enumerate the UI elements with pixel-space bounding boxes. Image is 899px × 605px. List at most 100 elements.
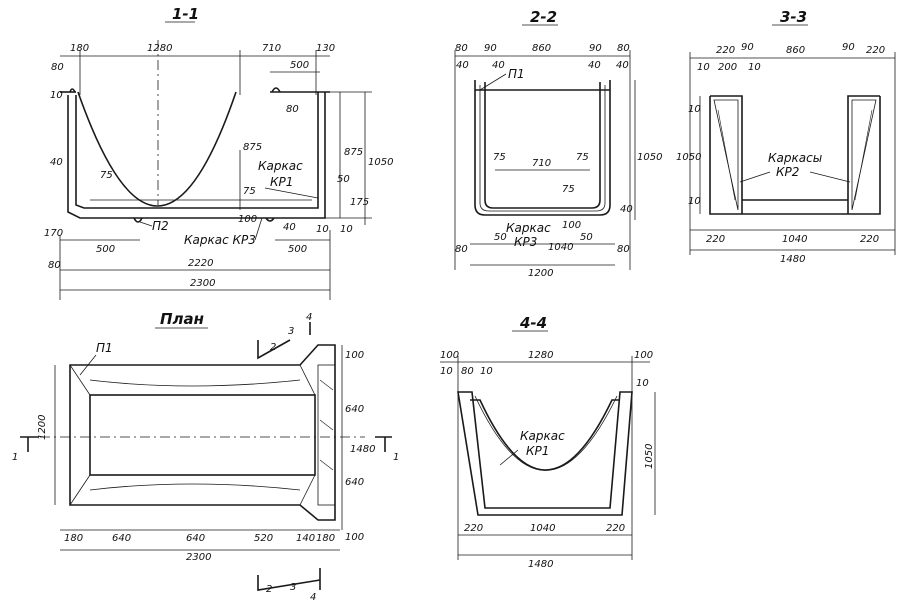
plan-outline bbox=[69, 344, 336, 521]
dim-text: 40 bbox=[616, 60, 629, 71]
hatch-line bbox=[319, 459, 334, 471]
label-kp3: КР3 bbox=[514, 235, 537, 249]
label-kp1: КР1 bbox=[526, 444, 549, 458]
label-karkasy: Каркасы bbox=[768, 151, 822, 165]
lifting-loop bbox=[69, 88, 76, 93]
dim-text: 90 bbox=[589, 43, 602, 54]
label-karkas: Каркас bbox=[520, 429, 565, 443]
dim-text: 40 bbox=[456, 60, 469, 71]
section-2-2: 2-2 80 90 860 90 80 40 40 40 40 П1 75 71… bbox=[454, 8, 662, 279]
leader-line bbox=[254, 217, 263, 241]
leader-line bbox=[739, 171, 771, 183]
section-3-3-title: 3-3 bbox=[780, 8, 807, 26]
dim-text: 100 bbox=[238, 214, 257, 225]
dim-text: 50 bbox=[494, 232, 507, 243]
leader-line bbox=[499, 449, 519, 466]
cut-label-1: 1 bbox=[12, 452, 18, 463]
dim-text: 10 bbox=[688, 104, 701, 115]
frame-kp1-curve bbox=[77, 91, 237, 207]
leader-line bbox=[809, 171, 851, 183]
dim-text: 140 bbox=[296, 533, 315, 544]
dim-text: 1480 bbox=[350, 444, 375, 455]
dim-text: 875 bbox=[344, 147, 363, 158]
vessel-outline-inner bbox=[75, 92, 319, 209]
dim-text: 1050 bbox=[676, 152, 701, 163]
dim-text: 75 bbox=[100, 170, 113, 181]
dim-text: 80 bbox=[455, 43, 468, 54]
dim-text: 100 bbox=[345, 532, 364, 543]
dim-text: 1200 bbox=[528, 268, 553, 279]
trapezoid-outline bbox=[457, 391, 633, 516]
dim-text: 10 bbox=[636, 378, 649, 389]
dim-text: 220 bbox=[706, 234, 725, 245]
dim-text: 860 bbox=[786, 45, 805, 56]
vessel-outline-outer bbox=[67, 92, 326, 219]
cut-label-3: 3 bbox=[290, 582, 296, 593]
cut-label-4: 4 bbox=[310, 592, 316, 603]
plan-curve-top bbox=[89, 379, 301, 387]
dim-text: 640 bbox=[112, 533, 131, 544]
trough-inner bbox=[484, 82, 601, 209]
dim-text: 1280 bbox=[147, 43, 172, 54]
hatch-line bbox=[854, 109, 873, 201]
plan-corner-lines bbox=[69, 364, 316, 506]
dim-text: 640 bbox=[345, 477, 364, 488]
cut-label-2: 2 bbox=[266, 584, 272, 595]
plan-end-wall bbox=[317, 364, 336, 506]
cut-marker-1-left bbox=[20, 436, 38, 452]
dim-text: 500 bbox=[96, 244, 115, 255]
dim-text: 10 bbox=[688, 196, 701, 207]
label-karkas: Каркас bbox=[506, 221, 551, 235]
cut-label-3: 3 bbox=[288, 326, 294, 337]
cut-marker-top bbox=[257, 322, 311, 360]
lifting-loop bbox=[271, 87, 281, 93]
dim-text: 520 bbox=[254, 533, 273, 544]
label-p1: П1 bbox=[96, 341, 113, 355]
dim-text: 80 bbox=[455, 244, 468, 255]
dim-text: 10 bbox=[748, 62, 761, 73]
dim-text: 10 bbox=[340, 224, 353, 235]
hatch-line bbox=[319, 379, 334, 391]
dim-text: 100 bbox=[345, 350, 364, 361]
dim-text: 710 bbox=[262, 43, 281, 54]
dim-text: 50 bbox=[580, 232, 593, 243]
dim-text: 220 bbox=[866, 45, 885, 56]
box-outer bbox=[709, 96, 881, 215]
dim-text: 1200 bbox=[37, 415, 48, 440]
frame-kp3 bbox=[479, 85, 606, 212]
frame-kp2-right bbox=[851, 99, 877, 211]
dim-text: 1480 bbox=[780, 254, 805, 265]
leader-line bbox=[264, 187, 319, 199]
dim-text: 860 bbox=[532, 43, 551, 54]
label-p2: П2 bbox=[152, 219, 169, 233]
dim-text: 90 bbox=[842, 42, 855, 53]
dim-text: 10 bbox=[697, 62, 710, 73]
cut-marker-bottom bbox=[257, 568, 321, 591]
dim-text: 180 bbox=[316, 533, 335, 544]
dim-text: 1040 bbox=[782, 234, 807, 245]
dim-text: 50 bbox=[337, 174, 350, 185]
plan-curve-bottom bbox=[89, 483, 301, 491]
dim-text: 1050 bbox=[637, 152, 662, 163]
dim-text: 80 bbox=[617, 43, 630, 54]
dim-text: 100 bbox=[440, 350, 459, 361]
dim-text: 40 bbox=[50, 157, 63, 168]
dim-text: 220 bbox=[860, 234, 879, 245]
label-karkas-kp3: Каркас КР3 bbox=[184, 233, 256, 247]
label-karkas: Каркас bbox=[258, 159, 303, 173]
dim-text: 180 bbox=[70, 43, 89, 54]
frame-kp1-curve bbox=[470, 399, 620, 471]
dim-text: 10 bbox=[480, 366, 493, 377]
cut-label-4: 4 bbox=[306, 312, 312, 323]
hatch-line bbox=[319, 419, 334, 431]
trough-outer bbox=[474, 80, 611, 216]
lifting-loop bbox=[265, 217, 275, 222]
dim-text: 220 bbox=[464, 523, 483, 534]
dim-text: 875 bbox=[243, 142, 262, 153]
dim-text: 180 bbox=[64, 533, 83, 544]
section-1-1-title: 1-1 bbox=[172, 5, 199, 23]
dim-text: 1040 bbox=[530, 523, 555, 534]
dim-text: 175 bbox=[350, 197, 369, 208]
dim-text: 2300 bbox=[190, 278, 215, 289]
dim-text: 40 bbox=[620, 204, 633, 215]
